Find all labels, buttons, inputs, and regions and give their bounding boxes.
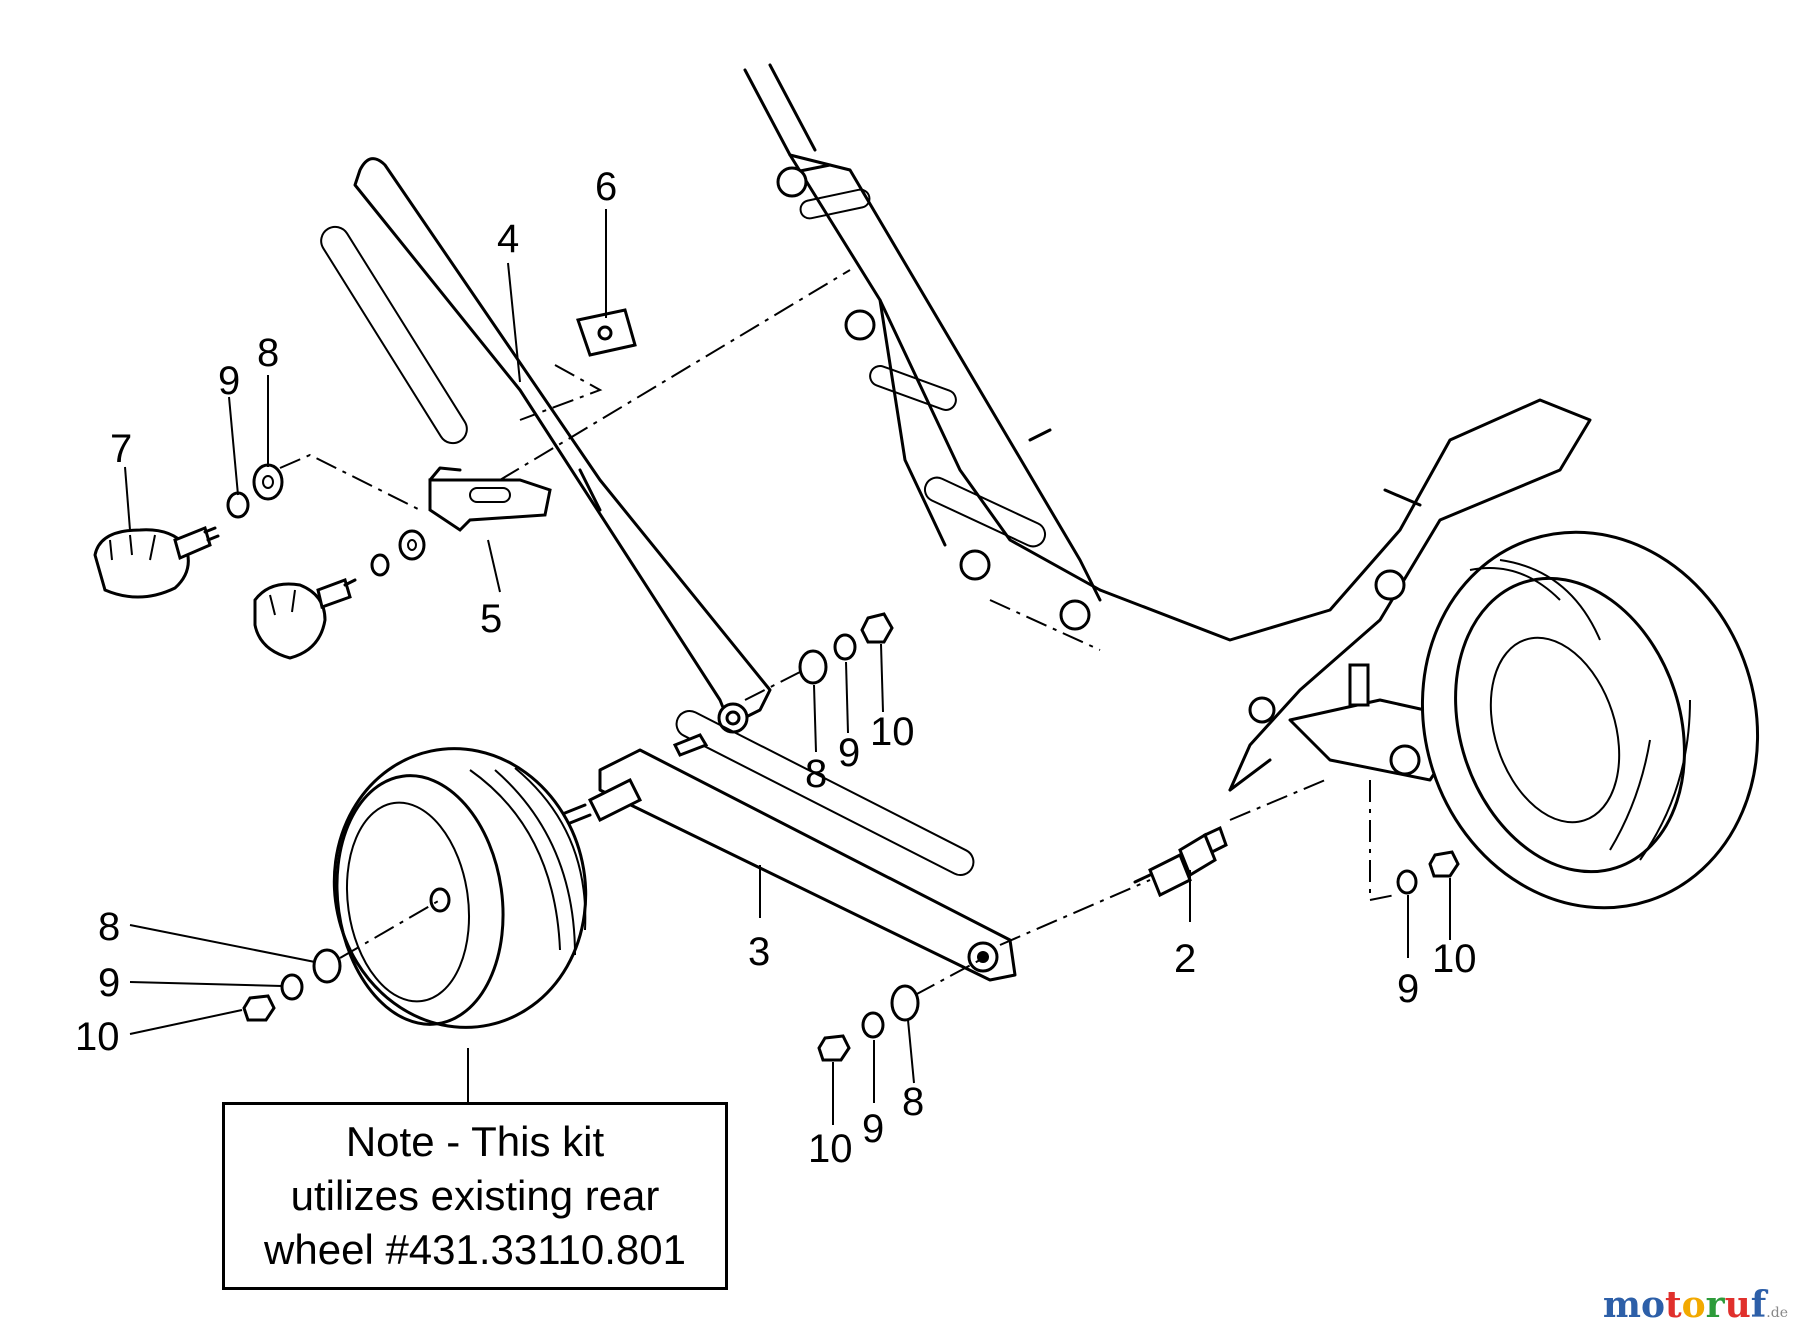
part-5-bracket xyxy=(428,466,552,532)
part-2-stud xyxy=(1133,825,1228,898)
existing-rear-wheel xyxy=(1420,530,1760,910)
callout-8: 8 xyxy=(902,1080,924,1124)
callout-5: 5 xyxy=(480,597,502,641)
callout-8: 8 xyxy=(805,752,827,796)
callout-10: 10 xyxy=(870,710,915,754)
note-line-2: utilizes existing rear xyxy=(290,1172,660,1219)
callout-9: 9 xyxy=(862,1107,884,1151)
part-3-support-bar xyxy=(558,709,1017,982)
part-6-clip xyxy=(576,308,637,357)
hardware-washers-nuts xyxy=(226,463,1460,1062)
callout-7: 7 xyxy=(110,427,132,471)
callout-2: 2 xyxy=(1174,937,1196,981)
watermark-domain: .de xyxy=(1766,1305,1788,1321)
callout-10: 10 xyxy=(1432,937,1477,981)
callout-8: 8 xyxy=(98,905,120,949)
callout-3: 3 xyxy=(748,930,770,974)
watermark-logo: motoruf.de xyxy=(1603,1284,1788,1326)
callout-9: 9 xyxy=(218,359,240,403)
note-line-3: wheel #431.33110.801 xyxy=(264,1226,686,1273)
note-line-1: Note - This kit xyxy=(345,1118,605,1165)
callout-9: 9 xyxy=(838,731,860,775)
callout-4: 4 xyxy=(497,217,519,261)
watermark-brand: motoruf xyxy=(1602,1284,1767,1326)
callout-9: 9 xyxy=(98,961,120,1005)
assembly-lines xyxy=(279,269,1396,996)
part-7-knob-upper xyxy=(93,525,220,599)
note-box: Note - This kit utilizes existing rear w… xyxy=(222,1102,728,1290)
callout-10: 10 xyxy=(75,1015,120,1059)
kit-wheel xyxy=(332,747,588,1029)
callout-9: 9 xyxy=(1397,967,1419,1011)
leader-lines xyxy=(124,209,1451,1125)
handle-frame xyxy=(743,63,1592,792)
callouts: 6 4 8 9 7 5 10 9 8 3 2 9 10 8 9 10 8 9 1… xyxy=(75,165,1477,1171)
part-4-adjuster-strap xyxy=(320,157,772,734)
callout-10: 10 xyxy=(808,1127,853,1171)
callout-6: 6 xyxy=(595,165,617,209)
part-7-knob-lower xyxy=(253,578,357,660)
callout-8: 8 xyxy=(257,331,279,375)
